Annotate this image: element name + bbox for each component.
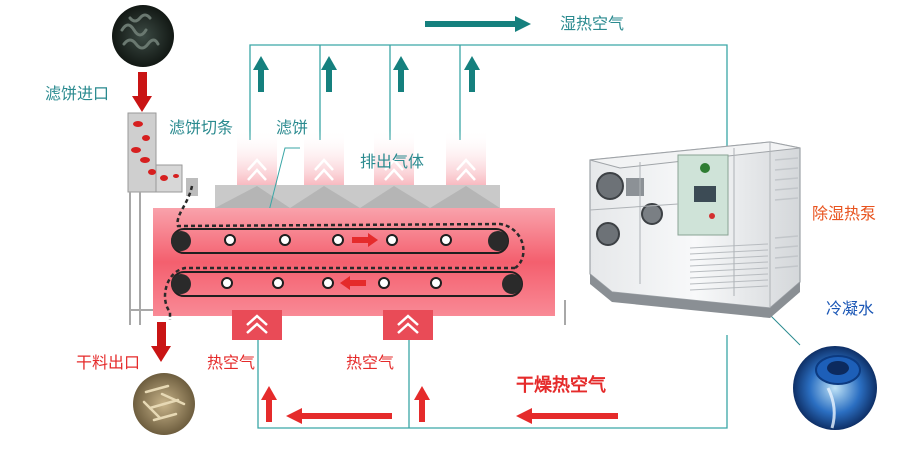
humid-air-up-arrows	[253, 56, 480, 92]
belt-left-arrow-icon	[340, 276, 366, 290]
dry-hot-air-label: 干燥热空气	[516, 375, 606, 396]
dry-material-outlet-label: 干料出口	[76, 353, 141, 372]
hot-air-left-label: 热空气	[207, 353, 256, 372]
filter-cake-photo	[112, 5, 174, 67]
inlet-down-arrow-icon	[132, 72, 152, 112]
hot-air-inlet-left	[232, 310, 282, 340]
cake-cutting-label: 滤饼切条	[169, 118, 234, 137]
humid-air-right-arrow-icon	[425, 16, 531, 32]
lower-conveyor-belt	[171, 271, 523, 297]
dry-air-left-arrow-icon	[516, 408, 618, 424]
condensate-water-photo	[793, 346, 877, 430]
up-arrow-icon	[253, 56, 269, 92]
material-path	[163, 185, 525, 320]
dry-pellets-photo	[133, 373, 195, 435]
humid-air-duct	[249, 44, 728, 429]
hot-air-right-label: 热空气	[346, 353, 395, 372]
condensate-water-label: 冷凝水	[826, 299, 875, 318]
filter-cake-leader-line	[267, 147, 300, 216]
upper-conveyor-belt	[171, 228, 509, 254]
feed-hopper	[127, 112, 198, 196]
hot-air-inlet-right	[383, 310, 433, 340]
up-arrow-icon	[393, 56, 409, 92]
belt-right-arrow-icon	[352, 233, 378, 247]
exhaust-hood	[215, 185, 500, 208]
outlet-down-arrow-icon	[151, 322, 171, 362]
exhaust-gas-label: 排出气体	[360, 152, 425, 171]
exhaust-hood-ridges	[215, 186, 500, 208]
dry-air-left-arrow-icon	[286, 408, 392, 424]
up-arrow-icon	[464, 56, 480, 92]
heat-pump-label: 除湿热泵	[812, 204, 877, 223]
up-arrow-icon	[321, 56, 337, 92]
filter-cake-inlet-label: 滤饼进口	[45, 84, 110, 103]
heat-pump-unit	[589, 141, 801, 318]
humid-hot-air-label: 湿热空气	[560, 14, 625, 33]
exhaust-plumes	[237, 130, 486, 188]
dry-air-up-arrow-icon	[414, 386, 430, 422]
dry-air-up-arrow-icon	[261, 386, 277, 422]
filter-cake-label: 滤饼	[276, 118, 309, 137]
